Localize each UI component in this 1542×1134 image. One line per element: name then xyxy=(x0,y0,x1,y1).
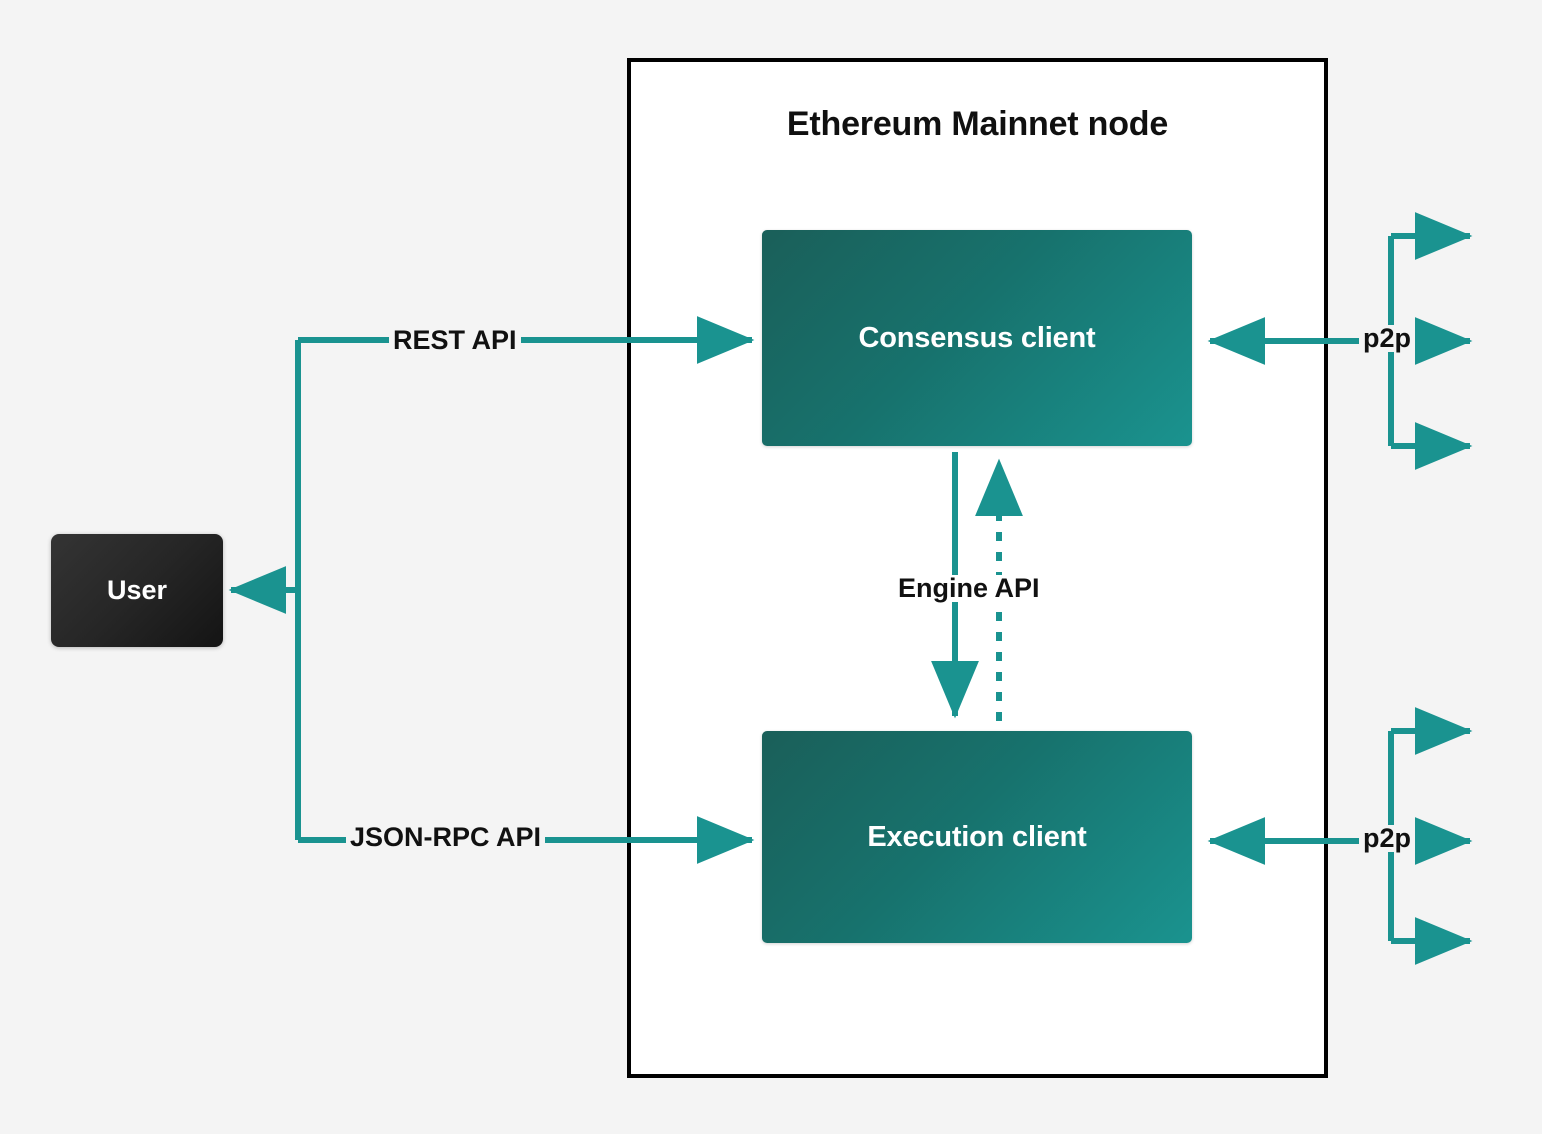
user-node[interactable]: User xyxy=(51,534,223,647)
user-label: User xyxy=(106,575,168,605)
jsonrpc-api-label: JSON-RPC API xyxy=(346,824,546,851)
consensus-client-node[interactable]: Consensus client xyxy=(762,230,1192,446)
user-bus-connector xyxy=(228,316,755,864)
engine-api-label: Engine API xyxy=(894,575,1044,602)
p2p-consensus-label: p2p xyxy=(1359,325,1416,352)
rest-api-label: REST API xyxy=(389,327,521,354)
p2p-execution-label: p2p xyxy=(1359,825,1416,852)
execution-client-label: Execution client xyxy=(867,820,1087,853)
p2p-execution-connectors xyxy=(1207,707,1473,965)
diagram-title: Ethereum Mainnet node xyxy=(786,105,1169,143)
consensus-client-label: Consensus client xyxy=(858,321,1096,354)
p2p-consensus-connectors xyxy=(1207,212,1473,470)
execution-client-node[interactable]: Execution client xyxy=(762,731,1192,943)
